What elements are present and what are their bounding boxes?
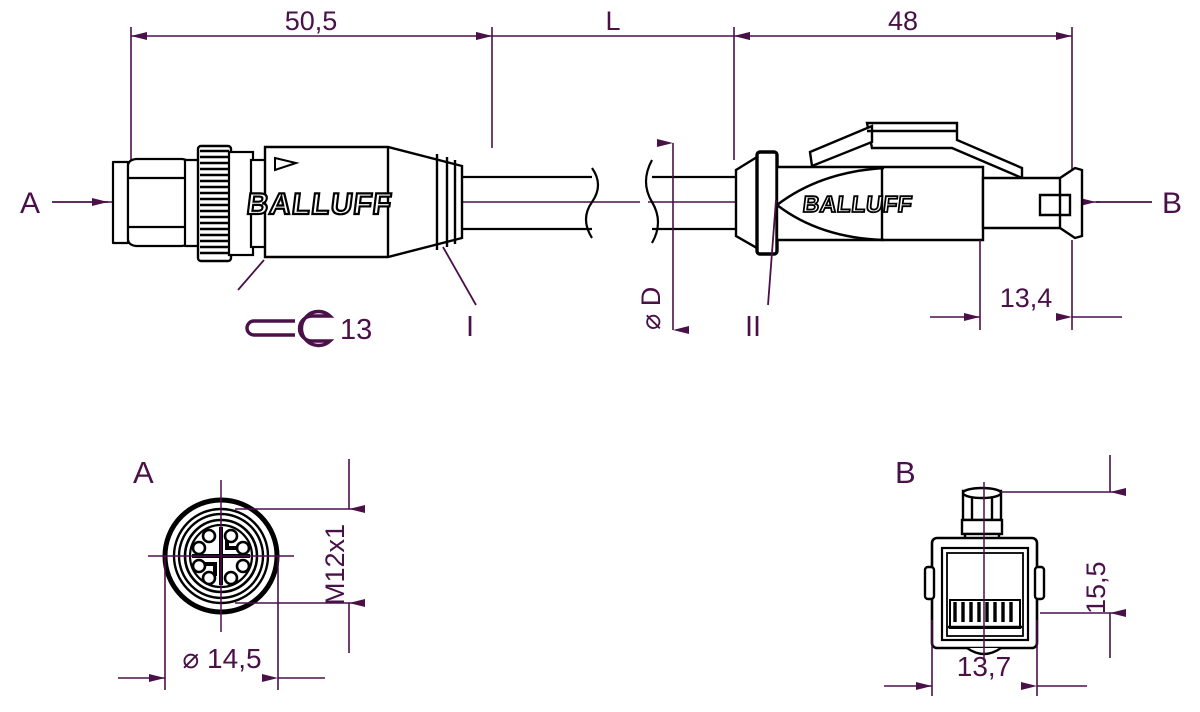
- pin-7: [223, 570, 239, 586]
- item-ii-leader-line: [767, 199, 777, 306]
- view-b-tab-neck: [960, 518, 1004, 536]
- dim-dia-14-5: [118, 556, 325, 690]
- section-a-label: A: [20, 187, 40, 220]
- m12-collar-a: [227, 150, 255, 257]
- dim-label-48: 48: [888, 6, 918, 36]
- rj45-latch-outline: [865, 121, 1024, 180]
- rj45-boot-blend-top: [776, 166, 885, 206]
- dim-label-13-4: 13,4: [1000, 283, 1053, 313]
- brand-m12-label: BALLUFF: [245, 188, 394, 221]
- view-a-connector-face: [148, 480, 294, 632]
- rj45-boot-blend-bot: [776, 204, 885, 242]
- wrench-size-label: 13: [340, 314, 372, 346]
- rj45-connector-body: [734, 150, 985, 256]
- pin-1: [223, 528, 239, 544]
- m12-hex-nut: [126, 157, 192, 248]
- m12-knurl-teeth: [200, 149, 229, 255]
- cable-break-left: [584, 167, 600, 239]
- view-a-centerlines: [148, 480, 294, 632]
- dim-label-15-5: 15,5: [1081, 561, 1111, 614]
- rj45-latch-arm: [808, 124, 874, 168]
- view-a-label: A: [133, 455, 154, 490]
- pin-4: [191, 540, 207, 556]
- view-b-ear-right: [1033, 565, 1046, 601]
- cable-left-segment: [462, 167, 600, 239]
- item-i-label: I: [466, 311, 474, 343]
- view-b-contacts: [953, 602, 1013, 622]
- pin-3: [235, 540, 251, 556]
- section-mark-a: A: [20, 187, 108, 220]
- pin-2: [201, 528, 217, 544]
- rj45-boot-taper: [734, 154, 759, 251]
- dim-13-7: [884, 620, 1087, 696]
- m12-mid-collar: [227, 150, 269, 257]
- dim-15-5: [1001, 455, 1126, 658]
- dim-label-50-5: 50,5: [285, 6, 338, 36]
- top-dimension-outer-arrows: [476, 32, 492, 40]
- brand-rj45-label: BALLUFF: [801, 191, 914, 217]
- m12-connector-body: [111, 157, 203, 248]
- callout-item-ii: II: [745, 199, 777, 343]
- housing-arrow-icon: [274, 156, 300, 172]
- section-b-label: B: [1162, 187, 1182, 220]
- dim-label-L: L: [605, 6, 620, 36]
- m12-overmold-housing: [263, 145, 464, 259]
- m12-rear-cap: [111, 160, 130, 245]
- view-b-rj45-face: [923, 482, 1046, 660]
- dim-label-dia-14-5: ⌀ 14,5: [182, 643, 261, 674]
- rj45-plug-nose: [981, 166, 1084, 240]
- pin-8: [201, 570, 217, 586]
- item-ii-label: II: [745, 311, 761, 343]
- dim-13-4: [930, 240, 1122, 330]
- section-mark-b: B: [1080, 187, 1182, 220]
- dim-m12x1: [235, 459, 365, 653]
- rj45-nose-outline: [981, 166, 1084, 240]
- rj45-latch-lever: [808, 121, 1024, 180]
- dim-label-oD: ⌀ D: [636, 287, 666, 330]
- wrench-leader-line: [237, 259, 265, 291]
- wrench-icon: [245, 309, 335, 348]
- callout-item-i: I: [442, 246, 477, 343]
- rj45-boot-collar: [755, 150, 779, 256]
- item-i-leader-line: [442, 246, 477, 306]
- view-a-pins: [191, 528, 251, 586]
- view-b-label: B: [895, 455, 916, 490]
- pin-6: [191, 558, 207, 574]
- rj45-housing: [775, 165, 985, 242]
- dim-label-m12x1: M12x1: [320, 524, 350, 605]
- top-dimension-chain: [130, 27, 1073, 175]
- rj45-nose-notch: [1038, 193, 1072, 217]
- callout-wrench-13: 13: [237, 259, 372, 348]
- view-b-ear-left: [923, 565, 936, 601]
- m12-knurled-nut: [196, 144, 233, 263]
- cable-break-right: [644, 159, 660, 244]
- dim-label-13-7: 13,7: [957, 651, 1012, 682]
- view-b-tab-top-curve: [961, 486, 1003, 500]
- pin-5: [235, 558, 251, 574]
